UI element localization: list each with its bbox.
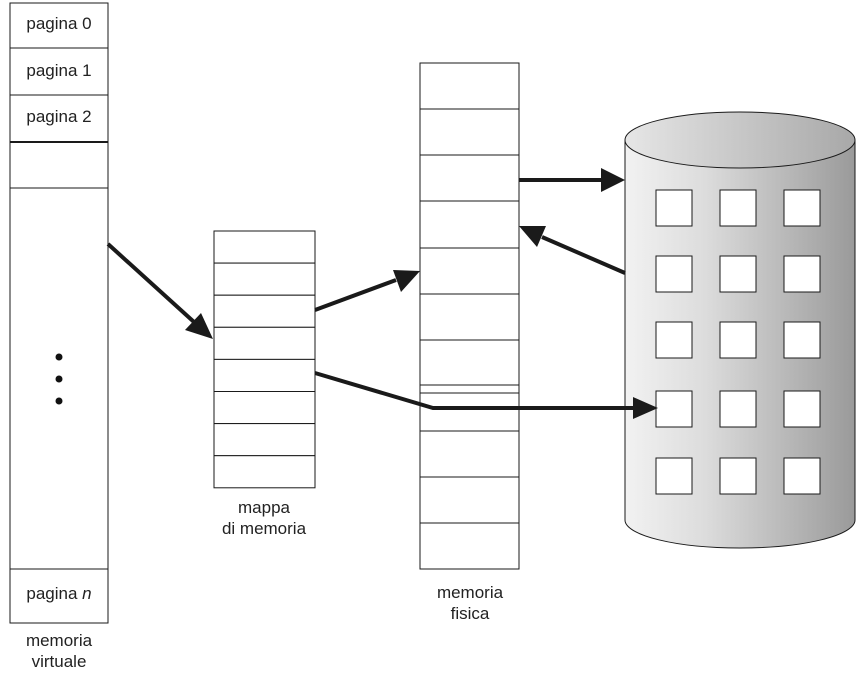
- physical-frame: [419, 293, 520, 341]
- ellipsis-dot-3: [55, 397, 63, 405]
- disk-block: [655, 457, 693, 495]
- page-label-0: pagina 0: [26, 14, 92, 33]
- memory-map-entry: [213, 326, 316, 360]
- page-label-n: pagina n: [10, 584, 108, 604]
- virtual-memory-label: memoria virtuale: [10, 630, 108, 672]
- arrow-virtual-to-map: [185, 313, 213, 339]
- arrow-map-to-disk: [633, 397, 658, 419]
- memory-map-entry: [213, 358, 316, 392]
- virtual-memory-label-line2: virtuale: [31, 652, 87, 671]
- memory-map-entry: [213, 262, 316, 296]
- memory-map-label: mappa di memoria: [204, 497, 324, 539]
- disk-block: [783, 255, 821, 293]
- virtual-memory-label-line1: memoria: [25, 631, 93, 650]
- disk-blocks: [655, 189, 821, 495]
- memory-map-entry: [213, 423, 316, 457]
- physical-memory-label-line2: fisica: [450, 604, 490, 623]
- physical-frame: [419, 247, 520, 295]
- page-n-prefix: pagina: [26, 584, 78, 603]
- physical-frame: [419, 522, 520, 570]
- memory-map-entry: [213, 391, 316, 425]
- physical-frame: [419, 476, 520, 524]
- memory-map-entry: [213, 455, 316, 489]
- page-n-variable: n: [82, 584, 92, 603]
- disk-storage: [624, 111, 856, 549]
- disk-block: [719, 457, 757, 495]
- arrow-disk-to-physical: [519, 226, 546, 247]
- arrow-physical-to-disk: [601, 168, 625, 192]
- disk-block: [719, 189, 757, 227]
- physical-frame: [419, 200, 520, 249]
- physical-frame: [419, 339, 520, 386]
- memory-map-entry: [213, 230, 316, 264]
- virtual-memory-column: [9, 2, 109, 624]
- disk-block: [655, 255, 693, 293]
- disk-block: [783, 457, 821, 495]
- page-label-1: pagina 1: [26, 61, 92, 80]
- disk-block: [719, 390, 757, 428]
- disk-block: [655, 321, 693, 359]
- page-label-2: pagina 2: [26, 107, 92, 126]
- disk-block: [655, 390, 693, 428]
- physical-frame: [419, 154, 520, 202]
- disk-block: [783, 390, 821, 428]
- disk-block: [783, 321, 821, 359]
- arrow-map-to-physical: [393, 270, 420, 292]
- disk-block: [783, 189, 821, 227]
- memory-map-label-line2: di memoria: [221, 519, 307, 538]
- physical-memory-label: memoria fisica: [410, 582, 530, 624]
- arrows: [106, 168, 658, 419]
- ellipsis-dot-1: [55, 353, 63, 361]
- disk-block: [719, 321, 757, 359]
- memory-map-table: [213, 230, 316, 489]
- disk-block: [719, 255, 757, 293]
- physical-memory-label-line1: memoria: [436, 583, 504, 602]
- physical-frame: [419, 108, 520, 156]
- disk-block: [655, 189, 693, 227]
- physical-frame: [419, 430, 520, 478]
- memory-map-label-line1: mappa: [238, 498, 290, 517]
- physical-memory-column: [419, 62, 520, 570]
- memory-map-entry: [213, 294, 316, 328]
- physical-frame: [419, 62, 520, 110]
- ellipsis-dot-2: [55, 375, 63, 383]
